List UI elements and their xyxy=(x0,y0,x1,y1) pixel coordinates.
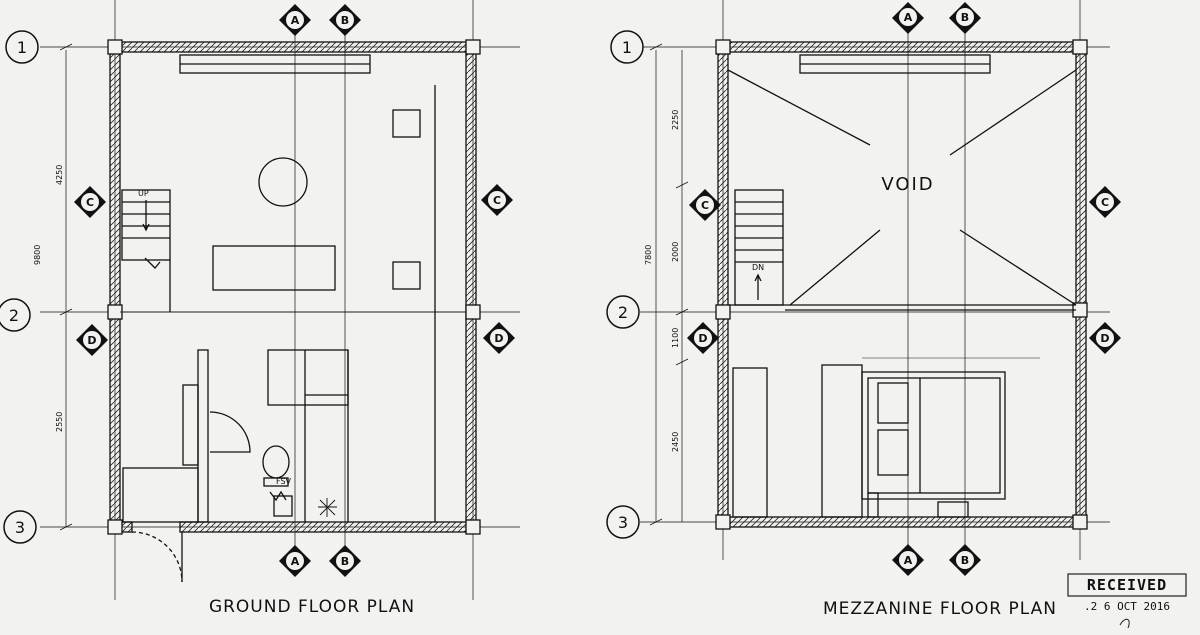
svg-text:B: B xyxy=(341,14,349,27)
mezz-dim-total: 7800 xyxy=(644,245,653,265)
ground-grid-bubble-1: 1 xyxy=(5,30,39,64)
void-label: VOID xyxy=(881,174,934,195)
mezz-grid-lines xyxy=(640,0,1110,560)
mezz-marker-c-right: C xyxy=(1089,186,1121,218)
svg-text:D: D xyxy=(494,332,503,345)
mezz-walls xyxy=(715,39,1088,530)
svg-text:B: B xyxy=(961,11,969,24)
fixture-label: FSV xyxy=(276,477,292,486)
stair-label-dn: DN xyxy=(752,263,764,272)
grid-label: 2 xyxy=(618,303,628,322)
mezz-marker-a-top: A xyxy=(892,2,924,34)
ground-floor-title: GROUND FLOOR PLAN xyxy=(209,597,415,617)
grid-label: 1 xyxy=(622,38,632,57)
stamp-word: RECEIVED xyxy=(1087,576,1167,594)
grid-label: 3 xyxy=(618,513,628,532)
svg-text:B: B xyxy=(961,554,969,567)
mezz-marker-d-left: D xyxy=(687,322,719,354)
svg-text:A: A xyxy=(904,554,913,567)
ground-walls xyxy=(107,39,481,535)
mezz-dim-c: 1100 xyxy=(671,328,680,348)
mezz-marker-a-bottom: A xyxy=(892,544,924,576)
ground-marker-b-bottom: B xyxy=(329,545,361,577)
mezz-dim-b: 2000 xyxy=(671,242,680,262)
ground-dim-upper: 4250 xyxy=(55,165,64,185)
ground-grid-bubble-2: 2 xyxy=(0,298,31,332)
svg-text:D: D xyxy=(1100,332,1109,345)
mezz-marker-c-left: C xyxy=(689,189,721,221)
mezz-grid-bubble-3: 3 xyxy=(606,505,640,539)
received-stamp: RECEIVED .2 6 OCT 2016 xyxy=(1067,573,1187,629)
ground-dim-total: 9800 xyxy=(33,245,42,265)
ground-dim-lower: 2550 xyxy=(55,412,64,432)
ground-marker-c-right: C xyxy=(481,184,513,216)
svg-text:C: C xyxy=(86,196,94,209)
mezz-marker-b-top: B xyxy=(949,2,981,34)
ground-marker-d-left: D xyxy=(76,324,108,356)
svg-text:A: A xyxy=(904,11,913,24)
grid-label: 2 xyxy=(9,306,19,325)
ground-marker-b-top: B xyxy=(329,4,361,36)
signature-mark xyxy=(1119,618,1130,629)
svg-text:A: A xyxy=(291,14,300,27)
ground-grid-bubble-3: 3 xyxy=(3,510,37,544)
svg-text:A: A xyxy=(291,555,300,568)
ground-marker-c-left: C xyxy=(74,186,106,218)
mezz-marker-d-right: D xyxy=(1089,322,1121,354)
mezzanine-floor-plan xyxy=(640,0,1110,560)
mezz-dim-a: 2250 xyxy=(671,110,680,130)
ground-marker-a-bottom: A xyxy=(279,545,311,577)
mezz-marker-b-bottom: B xyxy=(949,544,981,576)
stair-label-up: UP xyxy=(138,189,149,198)
ground-floor-plan xyxy=(40,0,520,600)
svg-text:C: C xyxy=(701,199,709,212)
svg-text:D: D xyxy=(698,332,707,345)
stamp-date: .2 6 OCT 2016 xyxy=(1084,600,1170,613)
mezz-grid-bubble-1: 1 xyxy=(610,30,644,64)
svg-text:B: B xyxy=(341,555,349,568)
mezz-interior xyxy=(727,69,1077,518)
svg-text:D: D xyxy=(87,334,96,347)
svg-text:C: C xyxy=(1101,196,1109,209)
grid-label: 1 xyxy=(17,38,27,57)
grid-label: 3 xyxy=(15,518,25,537)
svg-text:C: C xyxy=(493,194,501,207)
ground-marker-d-right: D xyxy=(483,322,515,354)
ground-interior xyxy=(120,85,466,583)
mezzanine-floor-title: MEZZANINE FLOOR PLAN xyxy=(823,599,1057,619)
ground-marker-a-top: A xyxy=(279,4,311,36)
mezz-dim-d: 2450 xyxy=(671,432,680,452)
mezz-grid-bubble-2: 2 xyxy=(606,295,640,329)
